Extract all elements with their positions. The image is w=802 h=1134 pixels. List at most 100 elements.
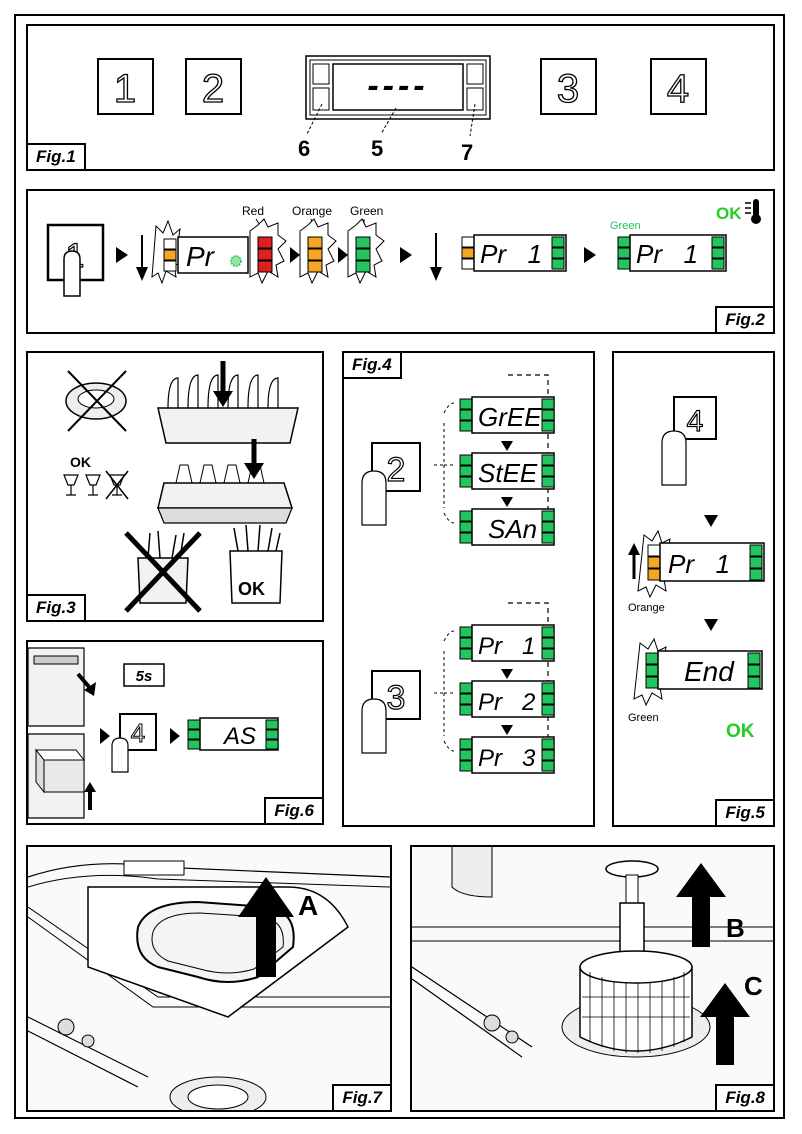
green-indicator: Green: [347, 204, 385, 285]
fig5-key-4-label: 4: [687, 405, 704, 438]
fig7-arrow-label: A: [298, 890, 318, 921]
fig4-key-3: 3: [361, 670, 421, 754]
fig8-label: Fig.8: [715, 1084, 773, 1110]
key-3-label: 3: [557, 67, 579, 111]
fig2-panel: 1 Pr Red Orange: [26, 189, 775, 334]
fig1-label: Fig.1: [28, 143, 86, 169]
mode-screen-2-text: StEE: [478, 458, 538, 488]
fig1-panel: 1 2 ---- 3 4 6 5 7: [26, 24, 775, 171]
program-screen-1: Pr 1: [459, 624, 555, 662]
fig5-screen-2-text: End: [684, 656, 735, 687]
key-2: 2: [185, 58, 242, 115]
mode-screen-1-text: GrEE: [478, 402, 542, 432]
fig5-label: Fig.5: [715, 799, 773, 825]
fig2-svg: 1 Pr Red Orange: [46, 199, 761, 297]
key-4-label: 4: [667, 67, 689, 111]
fig6-time: 5s: [136, 668, 153, 685]
fig4-key-3-label: 3: [387, 679, 406, 717]
fig7-svg: A: [28, 847, 390, 1110]
fig2-screen-1-text: Pr: [186, 241, 216, 272]
mode-screen-3-text: SAn: [488, 514, 537, 544]
fig1-svg: 1 2 ---- 3 4 6 5 7: [97, 55, 707, 165]
fig4-svg: 2 GrEE StEE: [361, 374, 555, 774]
red-indicator: Red: [242, 204, 287, 285]
key-1-label: 1: [114, 67, 136, 111]
fig6-screen-text: AS: [222, 723, 256, 750]
program-screen-2-text: Pr 2: [478, 689, 535, 716]
fig8-arrow-b-label: B: [726, 913, 745, 943]
arrow-a: [238, 877, 294, 977]
fig5-green-label: Green: [628, 712, 659, 724]
fig5-screen-1-text: Pr 1: [668, 549, 730, 579]
fig4-panel: 2 GrEE StEE: [342, 351, 595, 827]
fig2-screen-3: Green Pr 1: [610, 220, 727, 272]
no-scrubber-icon: [65, 370, 127, 432]
callout-6: 6: [298, 136, 310, 161]
door-closing-icon: [28, 647, 96, 819]
fig4-key-2: 2: [361, 442, 421, 526]
fig5-key-4: 4: [661, 396, 717, 486]
program-screen-1-text: Pr 1: [478, 633, 535, 660]
fig5-orange-label: Orange: [628, 602, 665, 614]
fig2-screen-2-text: Pr 1: [480, 239, 542, 269]
fig6-key-4-label: 4: [131, 718, 145, 748]
fig2-label: Fig.2: [715, 306, 773, 332]
fig3-label: Fig.3: [28, 594, 86, 620]
fig5-screen-1: Pr 1: [637, 529, 765, 599]
mode-screen-1: GrEE: [459, 396, 555, 434]
fig3-panel: OK OK Fig.3: [26, 351, 324, 622]
program-screen-3-text: Pr 3: [478, 745, 536, 772]
key-2-label: 2: [202, 67, 224, 111]
mode-screen-3: SAn: [459, 508, 555, 546]
arrow-c: [700, 983, 750, 1065]
fig6-screen: AS: [187, 717, 279, 751]
fig6-panel: 5s 4 AS Fig.6: [26, 640, 324, 825]
key-4: 4: [650, 58, 707, 115]
fig7-label: Fig.7: [332, 1084, 390, 1110]
down-arrow-1: [136, 267, 148, 281]
finger-icon: [63, 250, 81, 297]
fig5-screen-2: End: [633, 637, 763, 707]
callout-7: 7: [461, 140, 473, 165]
orange-label: Orange: [292, 204, 332, 218]
fig2-ok: OK: [716, 204, 742, 223]
fig3-ok-1: OK: [70, 454, 91, 470]
orange-indicator: Orange: [292, 204, 337, 285]
arrow-b: [676, 863, 726, 947]
fig1-display: ----: [305, 55, 491, 120]
fig1-display-text: ----: [367, 67, 428, 105]
fig6-label: Fig.6: [264, 797, 322, 823]
green-led-icon: [230, 255, 242, 267]
fig8-svg: B C: [412, 847, 773, 1110]
glasses-ok-icon: OK: [63, 454, 129, 500]
fig3-ok-2: OK: [238, 579, 265, 599]
green-label: Green: [350, 204, 383, 218]
fig5-ok: OK: [726, 721, 755, 742]
fig8-panel: B C Fig.8: [410, 845, 775, 1112]
fig2-screen-2: Pr 1: [461, 234, 567, 272]
fig8-arrow-c-label: C: [744, 971, 763, 1001]
red-label: Red: [242, 204, 264, 218]
fig5-panel: 4 Pr 1 Orange End: [612, 351, 775, 827]
fig2-screen-1: Pr: [151, 219, 249, 285]
thermometer-icon: [745, 199, 761, 224]
fig2-screen-3-text: Pr 1: [636, 239, 698, 269]
glass-rack-icon: [157, 439, 294, 524]
cutlery-wrong-icon: [124, 530, 202, 613]
key-1: 1: [97, 58, 154, 115]
fig4-label: Fig.4: [344, 353, 402, 379]
page-border: [14, 14, 785, 1119]
program-screen-2: Pr 2: [459, 680, 555, 718]
callout-5: 5: [371, 136, 383, 161]
key-3: 3: [540, 58, 597, 115]
cutlery-ok-icon: OK: [229, 524, 283, 604]
fig4-key-2-label: 2: [387, 451, 406, 489]
fig5-svg: 4 Pr 1 Orange End: [628, 396, 765, 742]
fig2-green-label: Green: [610, 220, 641, 232]
fig2-key-1: 1: [46, 223, 105, 297]
fig6-key-4: 4: [111, 713, 157, 773]
play-arrow-1: [116, 247, 128, 263]
plate-rack-icon: [157, 361, 299, 444]
fig3-svg: OK OK: [63, 361, 299, 613]
mode-screen-2: StEE: [459, 452, 555, 490]
